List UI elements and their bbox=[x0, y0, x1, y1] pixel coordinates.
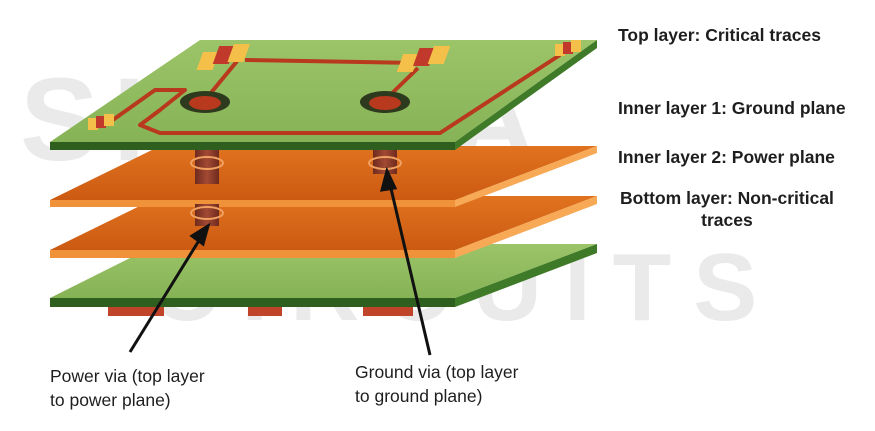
top-vias bbox=[180, 91, 410, 113]
caption-ground-via: Ground via (top layer to ground plane) bbox=[355, 360, 518, 408]
via-barrels bbox=[190, 150, 402, 226]
component-left-top bbox=[196, 44, 250, 70]
power-via-barrel-upper bbox=[195, 150, 219, 184]
caption-ground-via-line1: Ground via (top layer bbox=[355, 362, 519, 382]
label-inner-layer-1: Inner layer 1: Ground plane bbox=[618, 98, 846, 118]
ground-via-arrow bbox=[387, 179, 432, 356]
label-bottom-layer: Bottom layer: Non-critical traces bbox=[620, 187, 834, 231]
callout-arrows bbox=[128, 166, 432, 356]
label-inner-layer-2: Inner layer 2: Power plane bbox=[618, 147, 835, 167]
component-left-edge bbox=[88, 114, 114, 130]
top-layer-board bbox=[50, 40, 597, 150]
label-bottom-layer-line1: Bottom layer: Non-critical bbox=[620, 188, 834, 208]
trace-left-loop bbox=[108, 53, 562, 135]
caption-ground-via-line2: to ground plane) bbox=[355, 386, 483, 406]
trace-top bbox=[244, 58, 421, 65]
caption-power-via-line1: Power via (top layer bbox=[50, 366, 205, 386]
label-bottom-layer-line2: traces bbox=[701, 210, 753, 230]
component-right-top bbox=[396, 46, 451, 72]
smd-components bbox=[88, 40, 581, 130]
inner-layer-1-ground-plane bbox=[50, 146, 597, 207]
caption-power-via-line2: to power plane) bbox=[50, 390, 171, 410]
inner-layer-2-power-plane bbox=[50, 196, 597, 258]
top-layer-traces bbox=[108, 53, 562, 135]
ground-via-barrel bbox=[373, 150, 397, 174]
component-far-right bbox=[555, 40, 581, 56]
power-via-arrow bbox=[128, 233, 205, 353]
power-via-barrel-lower bbox=[195, 204, 219, 226]
caption-power-via: Power via (top layer to power plane) bbox=[50, 364, 205, 412]
label-top-layer: Top layer: Critical traces bbox=[618, 25, 821, 45]
